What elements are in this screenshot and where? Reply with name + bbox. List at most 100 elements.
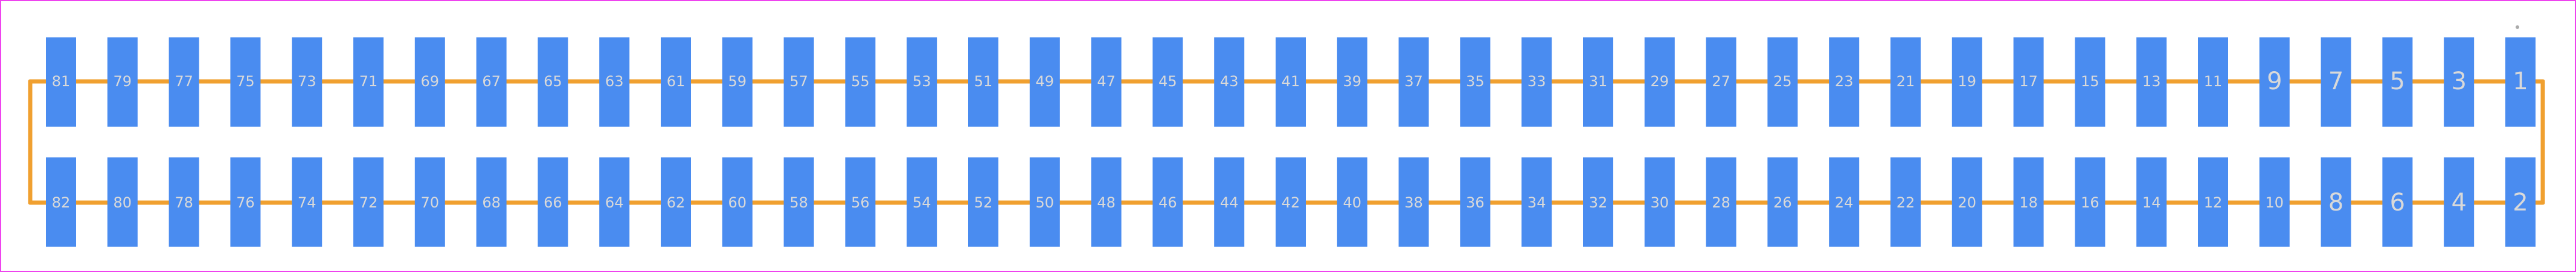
pin-label-43: 43 xyxy=(1220,73,1239,90)
pin-label-10: 10 xyxy=(2266,194,2284,211)
pin-label-26: 26 xyxy=(1773,194,1792,211)
pin-label-22: 22 xyxy=(1897,194,1915,211)
pin-label-45: 45 xyxy=(1158,73,1177,90)
pin-label-78: 78 xyxy=(175,194,193,211)
pad-20 xyxy=(1951,157,1982,247)
pad-4 xyxy=(2444,157,2475,247)
pin-label-28: 28 xyxy=(1712,194,1730,211)
pad-7 xyxy=(2321,37,2351,127)
pad-38 xyxy=(1398,157,1429,247)
pad-61 xyxy=(661,37,691,127)
pin-label-34: 34 xyxy=(1527,194,1546,211)
pin-label-24: 24 xyxy=(1835,194,1854,211)
pin-label-75: 75 xyxy=(236,73,255,90)
pin-label-73: 73 xyxy=(298,73,316,90)
pad-52 xyxy=(968,157,998,247)
pad-71 xyxy=(353,37,384,127)
pad-58 xyxy=(783,157,814,247)
pad-79 xyxy=(107,37,138,127)
pad-76 xyxy=(230,157,261,247)
pin-label-49: 49 xyxy=(1036,73,1055,90)
pin-label-56: 56 xyxy=(851,194,870,211)
pad-68 xyxy=(476,157,507,247)
pin-1-marker xyxy=(2516,25,2519,29)
pin-label-3: 3 xyxy=(2451,68,2466,95)
pad-63 xyxy=(599,37,630,127)
pin-label-64: 64 xyxy=(605,194,624,211)
pad-48 xyxy=(1091,157,1122,247)
pad-40 xyxy=(1337,157,1367,247)
pin-label-48: 48 xyxy=(1097,194,1116,211)
pad-69 xyxy=(414,37,445,127)
pad-66 xyxy=(538,157,568,247)
pin-label-55: 55 xyxy=(851,73,870,90)
pad-53 xyxy=(907,37,937,127)
pad-60 xyxy=(722,157,753,247)
pad-37 xyxy=(1398,37,1429,127)
pad-15 xyxy=(2075,37,2105,127)
pin-label-60: 60 xyxy=(728,194,747,211)
pad-44 xyxy=(1214,157,1245,247)
pin-label-2: 2 xyxy=(2513,189,2528,217)
pad-8 xyxy=(2321,157,2351,247)
pin-label-30: 30 xyxy=(1651,194,1669,211)
pin-label-42: 42 xyxy=(1282,194,1300,211)
pin-label-50: 50 xyxy=(1036,194,1055,211)
pad-33 xyxy=(1521,37,1552,127)
pad-35 xyxy=(1460,37,1491,127)
pin-label-7: 7 xyxy=(2328,68,2343,95)
pad-65 xyxy=(538,37,568,127)
pin-label-38: 38 xyxy=(1404,194,1423,211)
pin-label-39: 39 xyxy=(1343,73,1362,90)
pad-43 xyxy=(1214,37,1245,127)
pad-78 xyxy=(169,157,199,247)
pad-11 xyxy=(2198,37,2228,127)
pin-label-18: 18 xyxy=(2019,194,2038,211)
pad-17 xyxy=(2013,37,2044,127)
pin-label-6: 6 xyxy=(2390,189,2405,217)
pin-label-71: 71 xyxy=(359,73,378,90)
pin-label-12: 12 xyxy=(2204,194,2223,211)
pad-24 xyxy=(1829,157,1860,247)
pad-19 xyxy=(1951,37,1982,127)
pad-10 xyxy=(2259,157,2290,247)
pin-label-68: 68 xyxy=(482,194,501,211)
pad-12 xyxy=(2198,157,2228,247)
pad-13 xyxy=(2136,37,2167,127)
pin-label-40: 40 xyxy=(1343,194,1362,211)
pin-label-61: 61 xyxy=(667,73,686,90)
pad-32 xyxy=(1583,157,1613,247)
pin-label-44: 44 xyxy=(1220,194,1239,211)
pin-label-16: 16 xyxy=(2081,194,2099,211)
pin-label-13: 13 xyxy=(2142,73,2161,90)
pad-16 xyxy=(2075,157,2105,247)
pin-label-20: 20 xyxy=(1958,194,1977,211)
pin-label-52: 52 xyxy=(974,194,993,211)
pad-49 xyxy=(1029,37,1060,127)
pin-label-25: 25 xyxy=(1773,73,1792,90)
pad-21 xyxy=(1890,37,1921,127)
pad-39 xyxy=(1337,37,1367,127)
pin-label-23: 23 xyxy=(1835,73,1854,90)
pad-77 xyxy=(169,37,199,127)
pad-23 xyxy=(1829,37,1860,127)
pad-25 xyxy=(1767,37,1798,127)
pin-label-77: 77 xyxy=(175,73,193,90)
pin-label-79: 79 xyxy=(114,73,132,90)
pin-label-62: 62 xyxy=(667,194,686,211)
pad-5 xyxy=(2382,37,2413,127)
pad-22 xyxy=(1890,157,1921,247)
pad-34 xyxy=(1521,157,1552,247)
pin-label-15: 15 xyxy=(2081,73,2099,90)
pin-label-29: 29 xyxy=(1651,73,1669,90)
pad-64 xyxy=(599,157,630,247)
pad-50 xyxy=(1029,157,1060,247)
pad-73 xyxy=(292,37,323,127)
pin-label-17: 17 xyxy=(2019,73,2038,90)
pad-67 xyxy=(476,37,507,127)
pad-46 xyxy=(1152,157,1183,247)
pin-label-41: 41 xyxy=(1282,73,1300,90)
pin-label-36: 36 xyxy=(1466,194,1485,211)
